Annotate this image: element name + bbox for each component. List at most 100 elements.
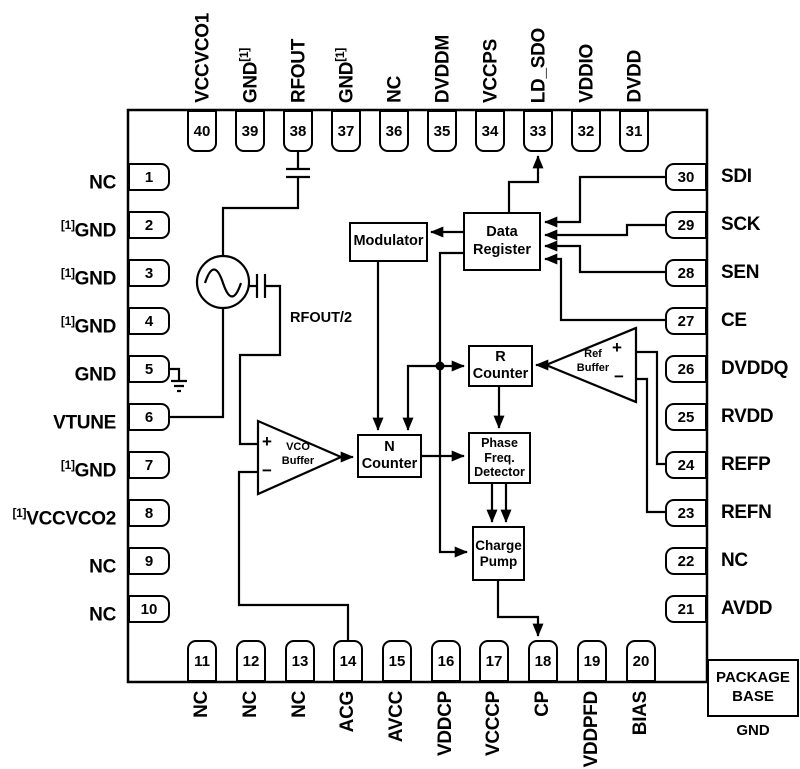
- pin-19-label: VDDPFD: [581, 691, 602, 768]
- pin-34: 34: [475, 110, 505, 152]
- pin-9: 9: [128, 547, 170, 575]
- pin-15-label: AVCC: [386, 691, 407, 743]
- register-to-ldsdo-wire: [507, 155, 544, 212]
- pin-23-number: 23: [677, 504, 695, 522]
- pin-1: 1: [128, 163, 170, 191]
- pin-29-number: 29: [677, 216, 695, 234]
- chargepump-to-cp-pin-wire: [496, 580, 544, 637]
- ce-wire: [544, 253, 668, 322]
- pin-40-label: VCCVCO1: [192, 13, 214, 103]
- register-to-chargepump-wire: [438, 251, 468, 558]
- pin-30-number: 30: [677, 168, 695, 186]
- pin-16-label: VDDCP: [435, 691, 456, 757]
- pin-37-number: 37: [337, 122, 355, 140]
- pin-6: 6: [128, 403, 170, 431]
- pin-31: 31: [619, 110, 649, 152]
- pin-32: 32: [571, 110, 601, 152]
- pin-19: 19: [577, 640, 607, 682]
- modulator-block: Modulator: [349, 222, 428, 262]
- pin-6-number: 6: [144, 408, 154, 426]
- pin-12: 12: [236, 640, 266, 682]
- pin-4: 4: [128, 307, 170, 335]
- acg-wire: [237, 470, 350, 640]
- ref-buffer-plus-sign: +: [612, 338, 622, 357]
- pin-17-number: 17: [485, 652, 503, 670]
- pin-1-label: NC: [89, 172, 116, 194]
- vco-buffer-triangle: [256, 419, 344, 496]
- pin-36-number: 36: [385, 122, 403, 140]
- pin-4-label: [1]GND: [60, 314, 116, 338]
- data-register-block: Data Register: [463, 212, 541, 271]
- pin-10-label: NC: [89, 604, 116, 626]
- pin-12-label: NC: [240, 691, 261, 718]
- pin-1-number: 1: [144, 168, 154, 186]
- pin-25: 25: [665, 403, 707, 431]
- pin-26-number: 26: [677, 360, 695, 378]
- pin-3: 3: [128, 259, 170, 287]
- sen-wire: [544, 240, 668, 274]
- pin-22: 22: [665, 547, 707, 575]
- pin-20-label: BIAS: [630, 691, 651, 736]
- pin-33: 33: [523, 110, 553, 152]
- pin-28-number: 28: [677, 264, 695, 282]
- pin-23-label: REFN: [721, 502, 772, 523]
- phase-freq-detector-block: Phase Freq. Detector: [468, 432, 531, 484]
- vtune-wire: [170, 308, 225, 419]
- pin-10-number: 10: [140, 600, 158, 618]
- pin-9-label: NC: [89, 556, 116, 578]
- pin-39-number: 39: [241, 122, 259, 140]
- pin-2: 2: [128, 211, 170, 239]
- pin-38-label: RFOUT: [288, 39, 310, 103]
- pin-35-number: 35: [433, 122, 451, 140]
- pin-12-number: 12: [242, 652, 260, 670]
- pin-30-label: SDI: [721, 166, 752, 187]
- package-base-gnd-label: GND: [736, 722, 770, 739]
- pin-9-number: 9: [144, 552, 154, 570]
- pin-38-number: 38: [289, 122, 307, 140]
- pin-27-number: 27: [677, 312, 695, 330]
- pin-24-label: REFP: [721, 454, 771, 475]
- rfout-capacitor-wire: [221, 152, 310, 256]
- coupling-capacitor-icon: [249, 274, 267, 298]
- pin-10: 10: [128, 595, 170, 623]
- pin-11-number: 11: [194, 652, 210, 670]
- pin-30: 30: [665, 163, 707, 191]
- pin-20: 20: [626, 640, 656, 682]
- pin-26-label: DVDDQ: [721, 358, 789, 379]
- pin-8-number: 8: [144, 504, 154, 522]
- pin-4-number: 4: [144, 312, 154, 330]
- n-counter-block: N Counter: [357, 434, 422, 478]
- sdi-wire: [544, 175, 668, 228]
- pin-11-label: NC: [191, 691, 212, 718]
- pin-29-label: SCK: [721, 214, 761, 235]
- pin-37-label: GND[1]: [333, 47, 358, 103]
- pin-13-label: NC: [289, 691, 310, 718]
- pin-34-number: 34: [481, 122, 499, 140]
- pin-28-label: SEN: [721, 262, 760, 283]
- pin-40-number: 40: [193, 122, 211, 140]
- junction-to-ncounter-wire: [402, 364, 440, 431]
- pin-13-number: 13: [291, 652, 309, 670]
- pin-14: 14: [333, 640, 363, 682]
- pin-17: 17: [479, 640, 509, 682]
- vco-buffer-minus-sign: −: [262, 461, 272, 480]
- pin-37: 37: [331, 110, 361, 152]
- pin-33-number: 33: [529, 122, 547, 140]
- pin-18-number: 18: [534, 652, 552, 670]
- pin-2-number: 2: [144, 216, 154, 234]
- pin-26: 26: [665, 355, 707, 383]
- pin-5: 5: [128, 355, 170, 383]
- pin-28: 28: [665, 259, 707, 287]
- pin-27-label: CE: [721, 310, 747, 331]
- pin-21-number: 21: [677, 600, 695, 618]
- pin-15-number: 15: [388, 652, 406, 670]
- pin-14-number: 14: [339, 652, 357, 670]
- pin-16-number: 16: [437, 652, 455, 670]
- pin-32-number: 32: [577, 122, 595, 140]
- pin-6-label: VTUNE: [53, 412, 116, 434]
- pin-25-number: 25: [677, 408, 695, 426]
- junction-dot: [435, 361, 445, 371]
- pin-18: 18: [528, 640, 558, 682]
- pin-7: 7: [128, 451, 170, 479]
